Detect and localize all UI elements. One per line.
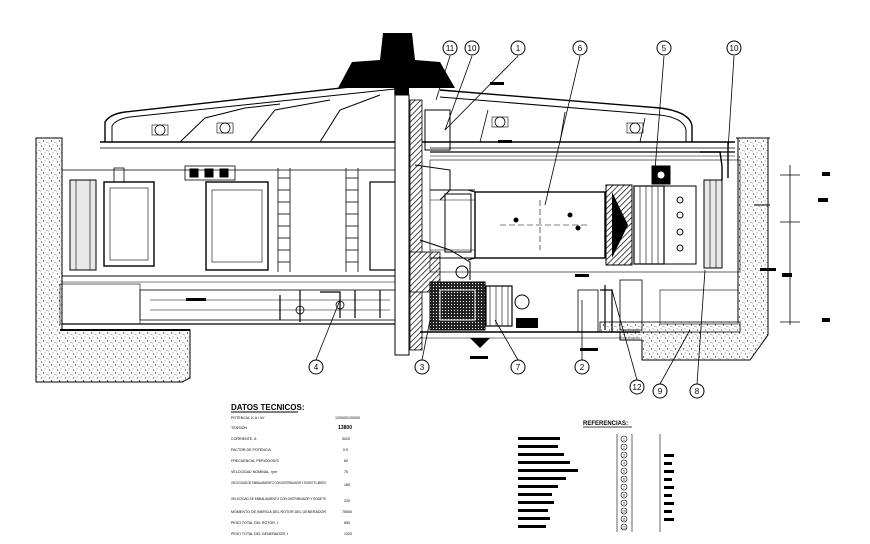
lower-turbine-area bbox=[420, 279, 739, 348]
exciter-cap bbox=[338, 33, 455, 98]
datos-label: POTENCIA, K.A./ kV bbox=[231, 416, 265, 420]
left-pit-equipment bbox=[59, 165, 401, 325]
callout-6: 6 bbox=[578, 44, 583, 53]
referencias-title: REFERENCIAS: bbox=[583, 421, 628, 427]
ref-number: 7 bbox=[623, 485, 625, 489]
datos-label: FRECUENCIA, PERIODOS/S bbox=[231, 459, 279, 463]
datos-value: 13800 bbox=[338, 425, 352, 431]
datos-value: 0.9 bbox=[343, 448, 348, 452]
rotor-stator-assembly bbox=[429, 137, 770, 273]
ref-number: 10 bbox=[622, 509, 626, 513]
datos-value: 650 bbox=[344, 521, 350, 525]
ref-number: 12 bbox=[622, 525, 626, 529]
callout-5: 5 bbox=[662, 44, 667, 53]
ref-number: 9 bbox=[623, 501, 625, 505]
callout-7: 7 bbox=[516, 363, 521, 372]
datos-label: VELOCIDAD DE EMBALAMIENTO CON DISTRIBUID… bbox=[231, 497, 327, 501]
datos-value: 165 bbox=[344, 483, 350, 487]
datos-value: 120000/120000 bbox=[335, 416, 360, 420]
callout-4: 4 bbox=[314, 363, 319, 372]
datos-label: MOMENTO DE INERCIA DEL ROTOR DEL GENERAD… bbox=[231, 510, 326, 514]
datos-value: 1320 bbox=[344, 532, 352, 536]
ref-number: 11 bbox=[622, 517, 626, 521]
callout-12: 12 bbox=[633, 383, 642, 392]
datos-value: 220 bbox=[344, 499, 350, 503]
callout-1: 1 bbox=[516, 44, 521, 53]
datos-value: 60 bbox=[344, 459, 348, 463]
ref-number: 2 bbox=[623, 445, 625, 449]
callout-11: 11 bbox=[446, 44, 455, 53]
callout-2: 2 bbox=[580, 363, 585, 372]
datos-value: 75 bbox=[344, 470, 348, 474]
referencias-legend: REFERENCIAS: 1 2 3 bbox=[518, 421, 674, 532]
callout-9: 9 bbox=[658, 387, 663, 396]
datos-label: VELOCIDAD DE EMBALAMIENTO CON DISTRIBUID… bbox=[231, 481, 326, 485]
datos-label: FACTOR DE POTENCIA bbox=[231, 448, 271, 452]
callout-10: 10 bbox=[468, 44, 477, 53]
datos-label: PESO TOTAL DEL ROTOR, t bbox=[231, 521, 278, 525]
ref-number: 4 bbox=[623, 461, 625, 465]
callout-3: 3 bbox=[420, 363, 425, 372]
datos-title: DATOS TECNICOS: bbox=[231, 403, 304, 412]
ref-number: 8 bbox=[623, 493, 625, 497]
datos-value: 5020 bbox=[342, 437, 350, 441]
ref-number: 6 bbox=[623, 477, 625, 481]
callout-numbers: 11 10 1 6 5 10 4 3 7 2 12 9 8 bbox=[314, 44, 739, 396]
callouts bbox=[308, 40, 742, 399]
datos-value: 75000 bbox=[342, 510, 352, 514]
callout-10b: 10 bbox=[730, 44, 739, 53]
ref-number: 3 bbox=[623, 453, 625, 457]
datos-label: CORRIENTE, A bbox=[231, 437, 257, 441]
datos-label: TENSION bbox=[231, 426, 247, 430]
dimension-lines bbox=[186, 82, 830, 359]
datos-label: VELOCIDAD NOMINAL, rpm bbox=[231, 470, 277, 474]
ref-number: 5 bbox=[623, 469, 625, 473]
datos-label: PESO TOTAL DEL GENERADOR, t bbox=[231, 532, 288, 536]
ref-number: 1 bbox=[623, 437, 625, 441]
callout-8: 8 bbox=[695, 387, 700, 396]
datos-tecnicos-table: DATOS TECNICOS: POTENCIA, K.A./ kV 12000… bbox=[231, 403, 360, 536]
